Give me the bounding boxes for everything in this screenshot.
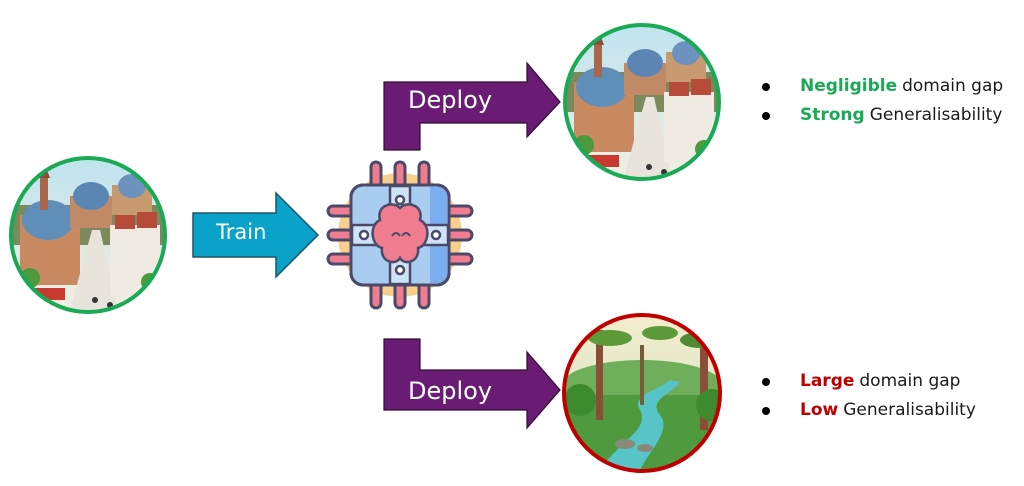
target-forest-image	[562, 313, 722, 473]
bullet-dot	[762, 377, 770, 386]
bullet-item: Low Generalisability	[762, 396, 976, 425]
bullet-dot	[762, 82, 770, 91]
target-city-image	[563, 23, 721, 181]
train-arrow	[192, 191, 320, 279]
source-city-image	[9, 156, 167, 314]
bullet-dot	[762, 111, 770, 120]
bullet-item: Negligible domain gap	[762, 72, 1003, 101]
bullet-text: domain gap	[859, 371, 961, 391]
bullets-bottom: Large domain gap Low Generalisability	[762, 367, 976, 425]
bullet-dot	[762, 406, 770, 415]
train-arrow-label: Train	[216, 220, 267, 244]
bullet-text: Generalisability	[843, 400, 976, 420]
deploy-arrow-top	[383, 61, 561, 151]
bullet-keyword: Low	[800, 400, 839, 420]
bullet-keyword: Large	[800, 371, 855, 391]
bullet-keyword: Strong	[800, 105, 865, 125]
deploy-arrow-bottom	[383, 338, 561, 430]
bullet-text: Generalisability	[869, 105, 1003, 125]
deploy-bottom-label: Deploy	[408, 377, 493, 405]
bullet-text: domain gap	[902, 76, 1004, 96]
ai-chip-brain-icon	[326, 160, 474, 310]
bullet-item: Strong Generalisability	[762, 101, 1003, 130]
bullet-keyword: Negligible	[800, 76, 898, 96]
bullet-item: Large domain gap	[762, 367, 976, 396]
deploy-top-label: Deploy	[408, 86, 493, 114]
bullets-top: Negligible domain gap Strong Generalisab…	[762, 72, 1003, 130]
